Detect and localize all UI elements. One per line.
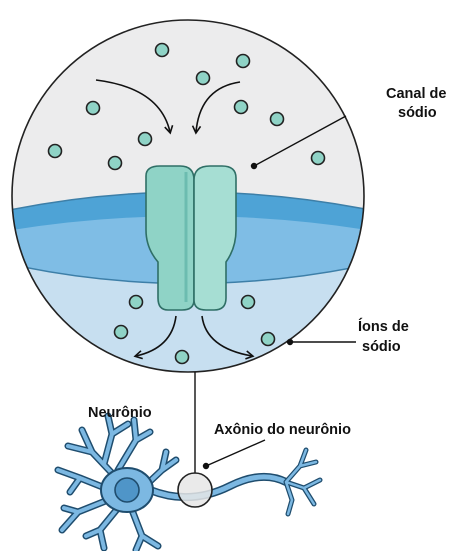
sodium-ion-icon <box>115 326 128 339</box>
sodium-channel-label-line1: Canal de <box>386 86 446 102</box>
sodium-ion-icon <box>237 55 250 68</box>
sodium-ion-icon <box>176 351 189 364</box>
sodium-ions-label-line2: sódio <box>362 339 401 355</box>
sodium-ion-icon <box>87 102 100 115</box>
axon-leader-dot <box>204 464 209 469</box>
neuron-nucleus <box>115 478 139 502</box>
sodium-ion-icon <box>197 72 210 85</box>
sodium-ion-icon <box>271 113 284 126</box>
sodium-ion-icon <box>130 296 143 309</box>
sodium-ion-icon <box>235 101 248 114</box>
neuron-label: Neurônio <box>88 405 152 421</box>
channel-leader-dot <box>252 164 257 169</box>
axon-label: Axônio do neurônio <box>214 422 351 438</box>
magnified-region-marker <box>178 473 212 507</box>
sodium-ions-label-line1: Íons de <box>358 318 409 335</box>
axon-leader-line <box>206 440 265 466</box>
sodium-ion-icon <box>262 333 275 346</box>
ions-leader-dot <box>288 340 293 345</box>
sodium-ion-icon <box>156 44 169 57</box>
sodium-ion-icon <box>312 152 325 165</box>
sodium-ion-icon <box>139 133 152 146</box>
sodium-ion-icon <box>49 145 62 158</box>
sodium-ion-icon <box>109 157 122 170</box>
sodium-channel-label-line2: sódio <box>398 105 437 121</box>
sodium-ion-icon <box>242 296 255 309</box>
